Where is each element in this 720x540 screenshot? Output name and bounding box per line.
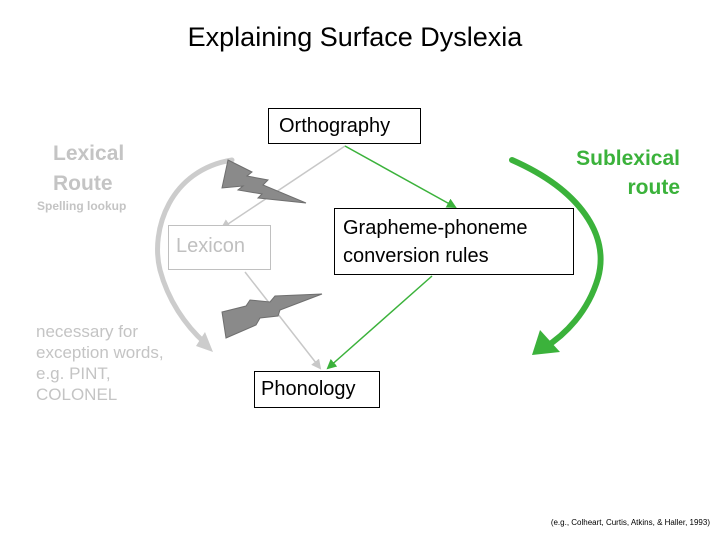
lexical-route-label-line2: Route bbox=[53, 172, 113, 195]
spelling-lookup-label: Spelling lookup bbox=[37, 199, 127, 213]
arrow-orthography-to-lexicon bbox=[220, 145, 346, 230]
lightning-bolt-lower bbox=[221, 293, 323, 339]
sublexical-route-label-line1: Sublexical bbox=[576, 147, 680, 170]
slide-title: Explaining Surface Dyslexia bbox=[187, 22, 523, 52]
orthography-label: Orthography bbox=[279, 115, 391, 137]
gpc-rules-node: Grapheme-phoneme conversion rules bbox=[334, 208, 574, 275]
exception-note-line4: COLONEL bbox=[36, 385, 118, 404]
citation: (e.g., Colheart, Curtis, Atkins, & Halle… bbox=[550, 518, 710, 527]
lexicon-node: Lexicon bbox=[168, 225, 271, 270]
lexical-route-curve-arrowhead bbox=[196, 332, 213, 352]
orthography-node: Orthography bbox=[268, 108, 421, 144]
lightning-bolt-upper bbox=[221, 159, 307, 204]
exception-note-line1: necessary for bbox=[36, 322, 139, 341]
exception-note-line2: exception words, bbox=[36, 343, 164, 362]
arrow-gpc-to-phonology bbox=[326, 275, 433, 370]
sublexical-route-label-line2: route bbox=[627, 176, 681, 199]
exception-note-line3: e.g. PINT, bbox=[36, 364, 111, 383]
sublexical-route-curve-arrowhead bbox=[532, 330, 560, 355]
gpc-label-line1: Grapheme-phoneme bbox=[343, 217, 528, 239]
lexicon-label: Lexicon bbox=[176, 235, 245, 257]
sublexical-route-curve bbox=[509, 157, 604, 351]
gpc-label-line2: conversion rules bbox=[343, 245, 489, 267]
lexical-route-label-line1: Lexical bbox=[53, 142, 125, 165]
phonology-node: Phonology bbox=[254, 371, 380, 408]
phonology-label: Phonology bbox=[261, 378, 356, 400]
lexical-route-curve bbox=[155, 157, 235, 346]
arrow-orthography-to-gpc bbox=[344, 145, 457, 208]
arrow-lexicon-to-phonology bbox=[244, 271, 322, 370]
